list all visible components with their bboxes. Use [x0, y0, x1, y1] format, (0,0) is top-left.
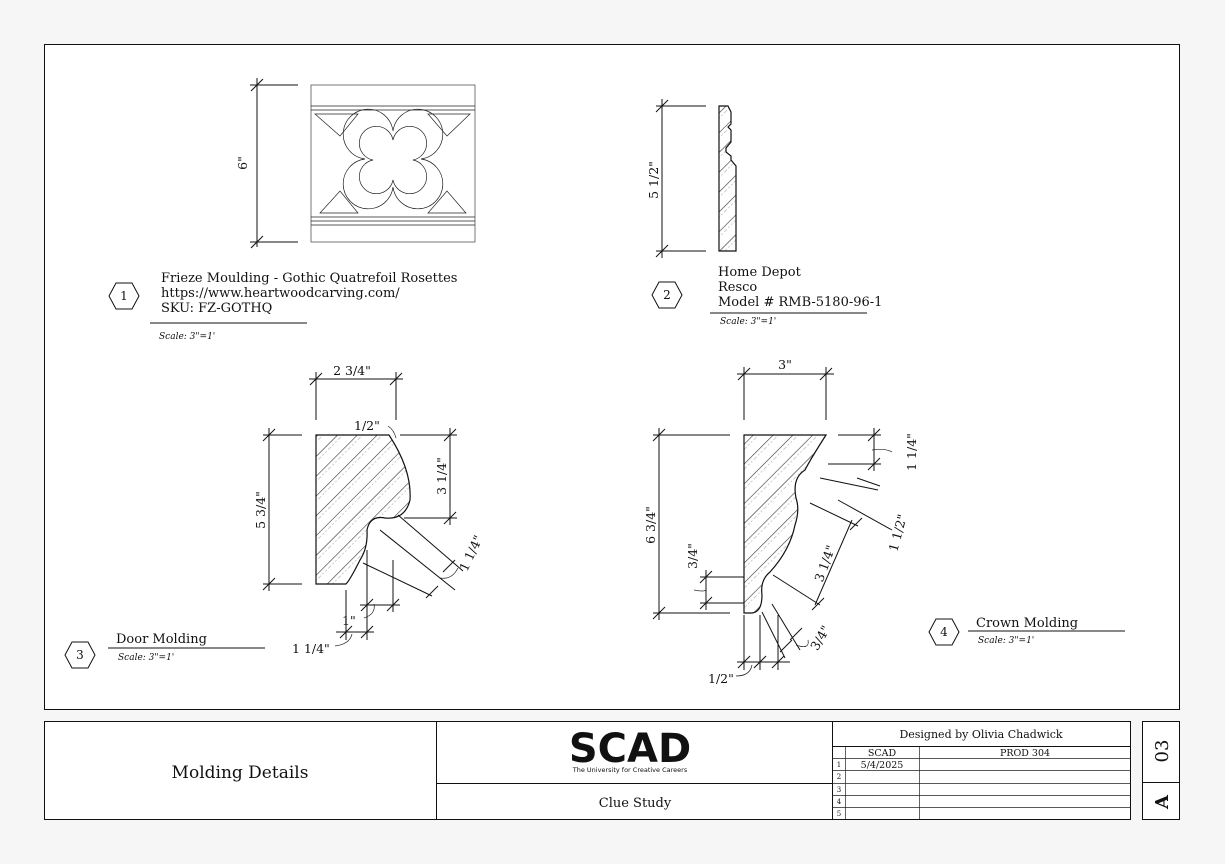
detail-3-caption: Door Molding	[116, 632, 207, 647]
sheet-letter: A	[1152, 794, 1173, 810]
revision-row-4-number: 4	[837, 798, 842, 806]
detail-4-scale: Scale: 3"=1'	[978, 636, 1034, 646]
detail-3-width-dim: 2 3/4"	[333, 363, 371, 378]
detail-1-label: 1 Frieze Moulding - Gothic Quatrefoil Ro…	[108, 271, 457, 342]
detail-4-number: 4	[940, 625, 948, 639]
detail-2-number: 2	[663, 288, 671, 302]
detail-1-caption-line-3: SKU: FZ-GOTHQ	[161, 301, 272, 316]
detail-2-height-dim: 5 1/2"	[646, 161, 661, 199]
detail-3-height-dim: 5 3/4"	[253, 491, 268, 529]
detail-3-profile: 2 3/4" 1/2" 5 3/4" 3 1/4" 1 1/4" 1"	[253, 363, 486, 656]
title-block: Molding Details SCAD The University for …	[44, 721, 1180, 820]
detail-4-bottom-dim: 1/2"	[708, 671, 734, 686]
revision-row-2-number: 2	[837, 773, 841, 781]
designer-credit: Designed by Olivia Chadwick	[899, 728, 1062, 741]
revision-row-3-number: 3	[837, 786, 841, 794]
revision-row-1-number: 1	[837, 761, 841, 769]
detail-2-caption-line-1: Home Depot	[718, 265, 802, 280]
detail-4-width-dim: 3"	[778, 357, 792, 372]
revision-row-5-number: 5	[837, 810, 841, 818]
detail-4-label: 4 Crown Molding Scale: 3"=1'	[928, 616, 1125, 646]
detail-3-upper-dim: 3 1/4"	[434, 457, 449, 495]
detail-2-scale: Scale: 3"=1'	[720, 317, 776, 327]
detail-3-half-dim: 1/2"	[354, 418, 380, 433]
scad-logo: SCAD	[569, 726, 691, 772]
detail-1-number: 1	[120, 289, 128, 303]
detail-3-label: 3 Door Molding Scale: 3"=1'	[64, 632, 265, 669]
project-name: Clue Study	[599, 796, 672, 811]
detail-3-base-dim: 1 1/4"	[292, 641, 330, 656]
detail-4-profile: 3" 6 3/4" 1 1/4" 1 1/2" 3 1/4"	[643, 357, 919, 686]
detail-4-left-small-dim: 3/4"	[685, 543, 700, 569]
detail-1-caption-line-1: Frieze Moulding - Gothic Quatrefoil Rose…	[161, 271, 457, 286]
drawing-frame	[44, 44, 1180, 710]
detail-4-caption: Crown Molding	[976, 616, 1078, 631]
detail-2-label: 2 Home Depot Resco Model # RMB-5180-96-1…	[651, 265, 882, 327]
revision-row-1-date: 5/4/2025	[861, 760, 904, 771]
detail-4-top-right-dim: 1 1/4"	[904, 433, 919, 471]
scad-logo-tagline: The University for Creative Careers	[572, 766, 688, 774]
drawing-title: Molding Details	[172, 763, 309, 783]
detail-3-scale: Scale: 3"=1'	[118, 653, 174, 663]
detail-1-scale: Scale: 3"=1'	[159, 332, 215, 342]
detail-1-caption-line-2: https://www.heartwoodcarving.com/	[161, 286, 400, 301]
detail-4-height-dim: 6 3/4"	[643, 506, 658, 544]
detail-1-height-dim: 6"	[235, 156, 250, 170]
detail-3-number: 3	[76, 648, 84, 662]
detail-2-caption-line-2: Resco	[718, 280, 757, 295]
detail-3-bottom-dim: 1"	[342, 613, 356, 628]
sheet-number: 03	[1152, 740, 1173, 763]
detail-2-caption-line-3: Model # RMB-5180-96-1	[718, 295, 882, 310]
detail-2-profile: 5 1/2"	[646, 99, 737, 258]
school-label: SCAD	[868, 748, 897, 759]
detail-1-frieze-elevation: 6"	[235, 78, 476, 249]
course-label: PROD 304	[1000, 748, 1050, 759]
